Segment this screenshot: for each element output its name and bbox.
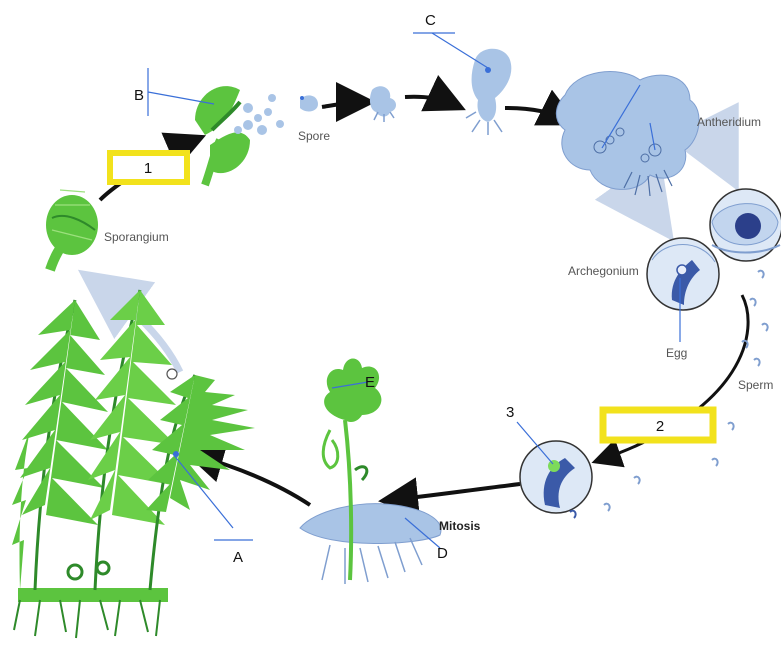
zygote-cell [548, 460, 560, 472]
label-3: 3 [506, 404, 514, 421]
sorus-dot [173, 451, 179, 457]
zygote-detail [520, 441, 592, 518]
label-b: B [134, 87, 144, 104]
blank-box-1-label: 1 [144, 160, 152, 177]
label-sperm: Sperm [738, 378, 773, 392]
label-e: E [365, 374, 375, 391]
young-gametophyte [472, 49, 512, 122]
arrow-spore-to-germination [322, 102, 364, 107]
arrow-gametophyte-to-antheridium [690, 145, 728, 170]
arrow-germination-to-young [405, 97, 455, 105]
young-sporophyte [300, 358, 441, 584]
label-antheridium: Antheridium [697, 115, 761, 129]
opened-sporangium [195, 86, 284, 185]
label-archegonium: Archegonium [568, 264, 639, 278]
spore-germination [300, 49, 511, 135]
label-mitosis: Mitosis [439, 519, 481, 533]
sporangium-structure [46, 190, 98, 270]
label-sporangium: Sporangium [104, 230, 169, 244]
archegonium-detail [647, 238, 719, 310]
label-spore: Spore [298, 129, 330, 143]
antheridium-detail [710, 189, 781, 261]
blank-box-2-label: 2 [656, 418, 664, 435]
label-c: C [425, 12, 436, 29]
label-egg: Egg [666, 346, 687, 360]
blank-box-2[interactable]: 2 [603, 410, 713, 440]
mature-fern-sporophyte [12, 290, 255, 638]
egg-cell [677, 265, 687, 275]
mature-gametophyte [556, 72, 699, 196]
label-d: D [437, 545, 448, 562]
germinating-spore [370, 86, 396, 116]
blank-box-1[interactable]: 1 [110, 153, 187, 182]
label-a: A [233, 549, 243, 566]
arrow-zygote-to-sporophyte [390, 484, 520, 500]
